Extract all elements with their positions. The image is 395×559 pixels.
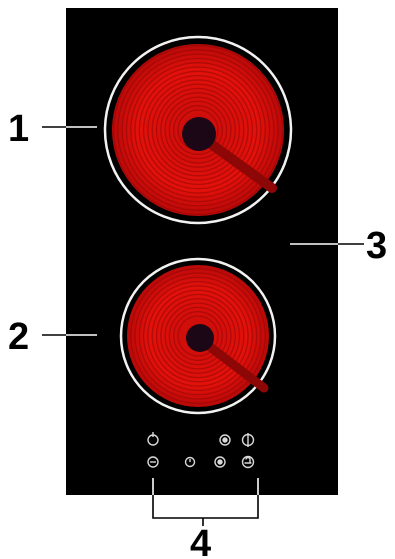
large-burner-hub <box>182 117 216 151</box>
callout-label-2: 2 <box>8 316 29 358</box>
small-burner <box>121 259 275 413</box>
large-burner <box>105 37 291 223</box>
callout-label-4: 4 <box>190 523 211 559</box>
callout-label-3: 3 <box>366 225 387 267</box>
small-burner-hub <box>186 324 214 352</box>
callout-label-1: 1 <box>8 108 29 150</box>
